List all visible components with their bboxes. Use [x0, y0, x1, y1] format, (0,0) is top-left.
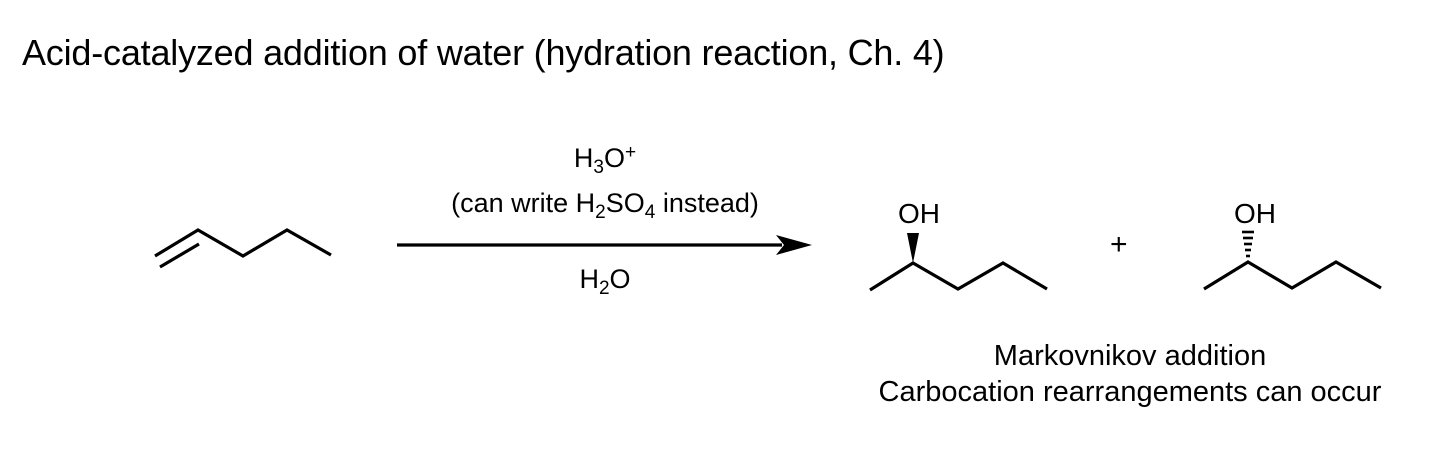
reagent-alt-sub2: 4 — [644, 202, 656, 223]
reagent-acid: H3O+ — [560, 142, 650, 177]
product-1-oh-label: OH — [898, 198, 940, 229]
product-2-carbon-chain — [1203, 260, 1382, 291]
plus-sign: + — [1110, 228, 1128, 261]
reactant-alkene-structure — [154, 228, 332, 269]
product-1-structure — [869, 233, 1048, 292]
reagent-water-sub: 2 — [598, 278, 610, 299]
notes-block: Markovnikov addition Carbocation rearran… — [810, 338, 1450, 410]
wedge-bond — [907, 233, 919, 263]
double-bond-line — [159, 242, 200, 269]
reagent-alt-suffix: instead) — [655, 188, 759, 218]
alkene-carbon-chain — [154, 228, 332, 258]
product-2-oh-label: OH — [1234, 198, 1276, 229]
reagent-alt-prefix: (can write H — [451, 188, 596, 218]
reagent-alternative: (can write H2SO4 instead) — [397, 188, 813, 222]
product-1-carbon-chain — [869, 261, 1048, 292]
reagent-acid-o: O — [603, 143, 625, 173]
hash-bond — [1242, 230, 1254, 258]
arrow-head-icon — [776, 235, 812, 255]
note-markovnikov: Markovnikov addition — [993, 340, 1267, 372]
product-2-structure — [1203, 230, 1382, 291]
reagent-water-h: H — [579, 264, 599, 294]
reagent-water: H2O — [560, 264, 650, 298]
reagent-alt-mid: SO — [605, 188, 645, 218]
reagent-water-o: O — [609, 264, 631, 294]
reagent-acid-sub: 3 — [593, 157, 604, 178]
reagent-alt-sub1: 2 — [595, 202, 606, 223]
reagent-acid-charge: + — [624, 142, 637, 163]
reaction-arrow — [397, 235, 812, 255]
reagent-acid-h: H — [573, 143, 594, 173]
diagram-title: Acid-catalyzed addition of water (hydrat… — [22, 32, 945, 73]
note-rearrangements: Carbocation rearrangements can occur — [878, 376, 1382, 408]
